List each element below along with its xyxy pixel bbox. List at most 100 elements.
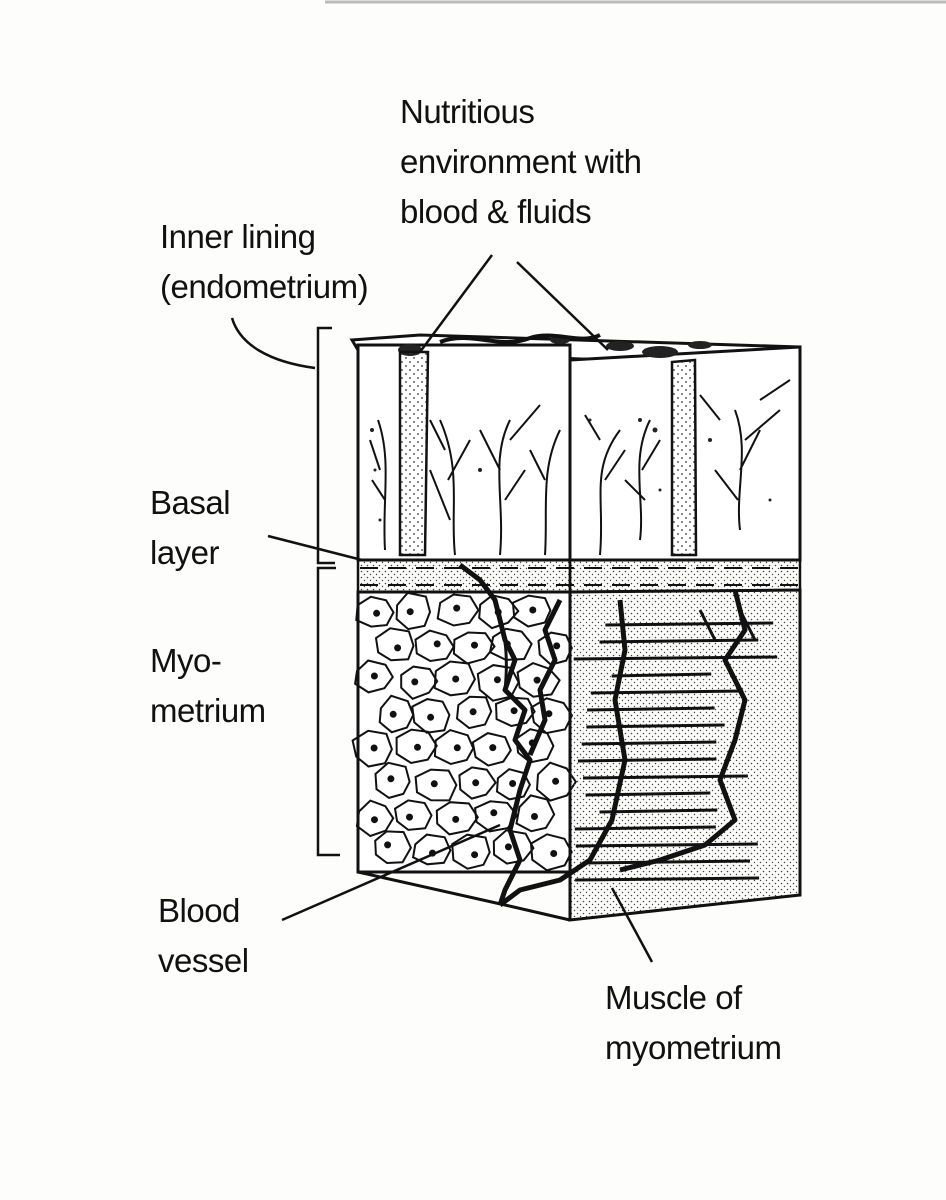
cell-nucleus xyxy=(394,644,402,652)
muscle-stripe xyxy=(575,842,758,848)
muscle-cell xyxy=(530,697,574,735)
label-line: layer xyxy=(150,534,220,571)
blood-vessels xyxy=(458,563,757,907)
muscle-cell xyxy=(488,627,533,661)
cell-nucleus xyxy=(453,744,461,752)
endometrium-capillaries xyxy=(369,379,791,556)
muscle-cell xyxy=(400,665,439,700)
label-line: (endometrium) xyxy=(160,268,369,305)
label-line: metrium xyxy=(150,692,266,729)
cell-nucleus xyxy=(370,672,378,680)
endometrium-speckles xyxy=(370,418,772,522)
cell-nucleus xyxy=(545,710,553,718)
muscle-cell xyxy=(395,591,432,631)
cell-nucleus xyxy=(427,713,435,721)
muscle-stripe xyxy=(581,740,717,746)
label-muscle-of-myometrium: Muscle of myometrium xyxy=(605,973,782,1073)
muscle-cell xyxy=(433,729,475,766)
muscle-cell xyxy=(351,729,393,768)
cell-nucleus xyxy=(471,851,479,859)
muscle-cell xyxy=(451,833,491,870)
label-line: Inner lining xyxy=(160,218,316,255)
cell-nucleus xyxy=(533,676,541,684)
label-myometrium: Myo- metrium xyxy=(150,636,266,736)
myometrium-muscle-face xyxy=(568,588,802,922)
label-line: Basal xyxy=(150,484,231,521)
muscle-cell xyxy=(511,594,552,628)
muscle-cell xyxy=(494,696,536,728)
muscle-cell xyxy=(537,631,573,666)
basal-layer-band xyxy=(356,558,802,594)
cell-nucleus xyxy=(504,843,512,851)
muscle-cell xyxy=(354,659,395,694)
label-line: Nutritious xyxy=(400,93,535,130)
cell-nucleus xyxy=(553,642,561,650)
cell-nucleus xyxy=(552,777,560,785)
bracket-endometrium xyxy=(316,326,335,565)
myometrium-cell-grid xyxy=(351,591,578,872)
label-line: Blood xyxy=(158,892,240,929)
muscle-cell xyxy=(395,728,438,765)
muscle-cell xyxy=(355,595,395,628)
cell-nucleus xyxy=(453,604,461,612)
muscle-cell xyxy=(516,662,561,698)
muscle-cell xyxy=(414,768,458,802)
cell-nucleus xyxy=(414,743,421,751)
leader-blood-vessel xyxy=(281,823,501,922)
surface-wavy xyxy=(439,333,601,344)
cell-nucleus xyxy=(472,779,480,787)
label-line: myometrium xyxy=(605,1029,782,1066)
leader-basal xyxy=(267,534,363,562)
cell-nucleus xyxy=(452,815,460,823)
cell-nucleus xyxy=(452,675,460,683)
muscle-stripe xyxy=(590,689,744,695)
bottom-edges xyxy=(357,870,571,922)
muscle-stripe xyxy=(575,876,760,882)
cell-nucleus xyxy=(529,606,537,614)
muscle-cell xyxy=(452,631,496,665)
muscle-stripe xyxy=(573,655,778,661)
muscle-cell xyxy=(374,761,411,799)
muscle-stripe xyxy=(599,808,718,814)
label-nutritious-environment: Nutritious environment with blood & flui… xyxy=(400,87,642,237)
muscle-cell xyxy=(411,698,451,734)
muscle-stripe xyxy=(585,859,751,865)
glands xyxy=(398,350,698,557)
cell-nucleus xyxy=(493,676,501,684)
cell-nucleus xyxy=(389,710,397,718)
bracket-myometrium xyxy=(316,566,340,857)
muscle-cell xyxy=(478,594,520,630)
cell-nucleus xyxy=(490,809,498,817)
cell-nucleus xyxy=(531,813,538,820)
leader-inner-lining xyxy=(230,317,316,370)
label-line: environment with xyxy=(400,143,642,180)
muscle-cell xyxy=(535,761,578,802)
muscle-cell xyxy=(529,833,573,872)
muscle-stripe xyxy=(585,791,711,797)
leader-nutritious-left xyxy=(418,254,494,353)
cell-nucleus xyxy=(471,641,478,649)
label-blood-vessel: Blood vessel xyxy=(158,886,249,986)
muscle-cell xyxy=(436,593,480,627)
cell-nucleus xyxy=(373,609,381,617)
muscle-cell xyxy=(455,695,493,730)
leader-nutritious-right xyxy=(516,261,609,351)
cell-nucleus xyxy=(370,744,378,752)
leader-lines xyxy=(230,254,654,963)
muscle-stripe xyxy=(611,672,712,678)
cell-nucleus xyxy=(550,850,558,857)
muscle-cell xyxy=(515,794,556,833)
muscle-stripe xyxy=(574,825,716,831)
cell-nucleus xyxy=(509,780,517,787)
muscle-cell xyxy=(435,801,480,836)
muscle-cell xyxy=(378,694,415,734)
muscle-cell xyxy=(374,627,415,662)
label-line: Myo- xyxy=(150,642,222,679)
muscle-cell xyxy=(355,799,395,838)
leader-muscle xyxy=(610,887,654,963)
muscle-cell xyxy=(411,833,452,866)
brackets xyxy=(316,326,340,857)
muscle-cell xyxy=(393,799,433,831)
cell-nucleus xyxy=(469,708,477,716)
